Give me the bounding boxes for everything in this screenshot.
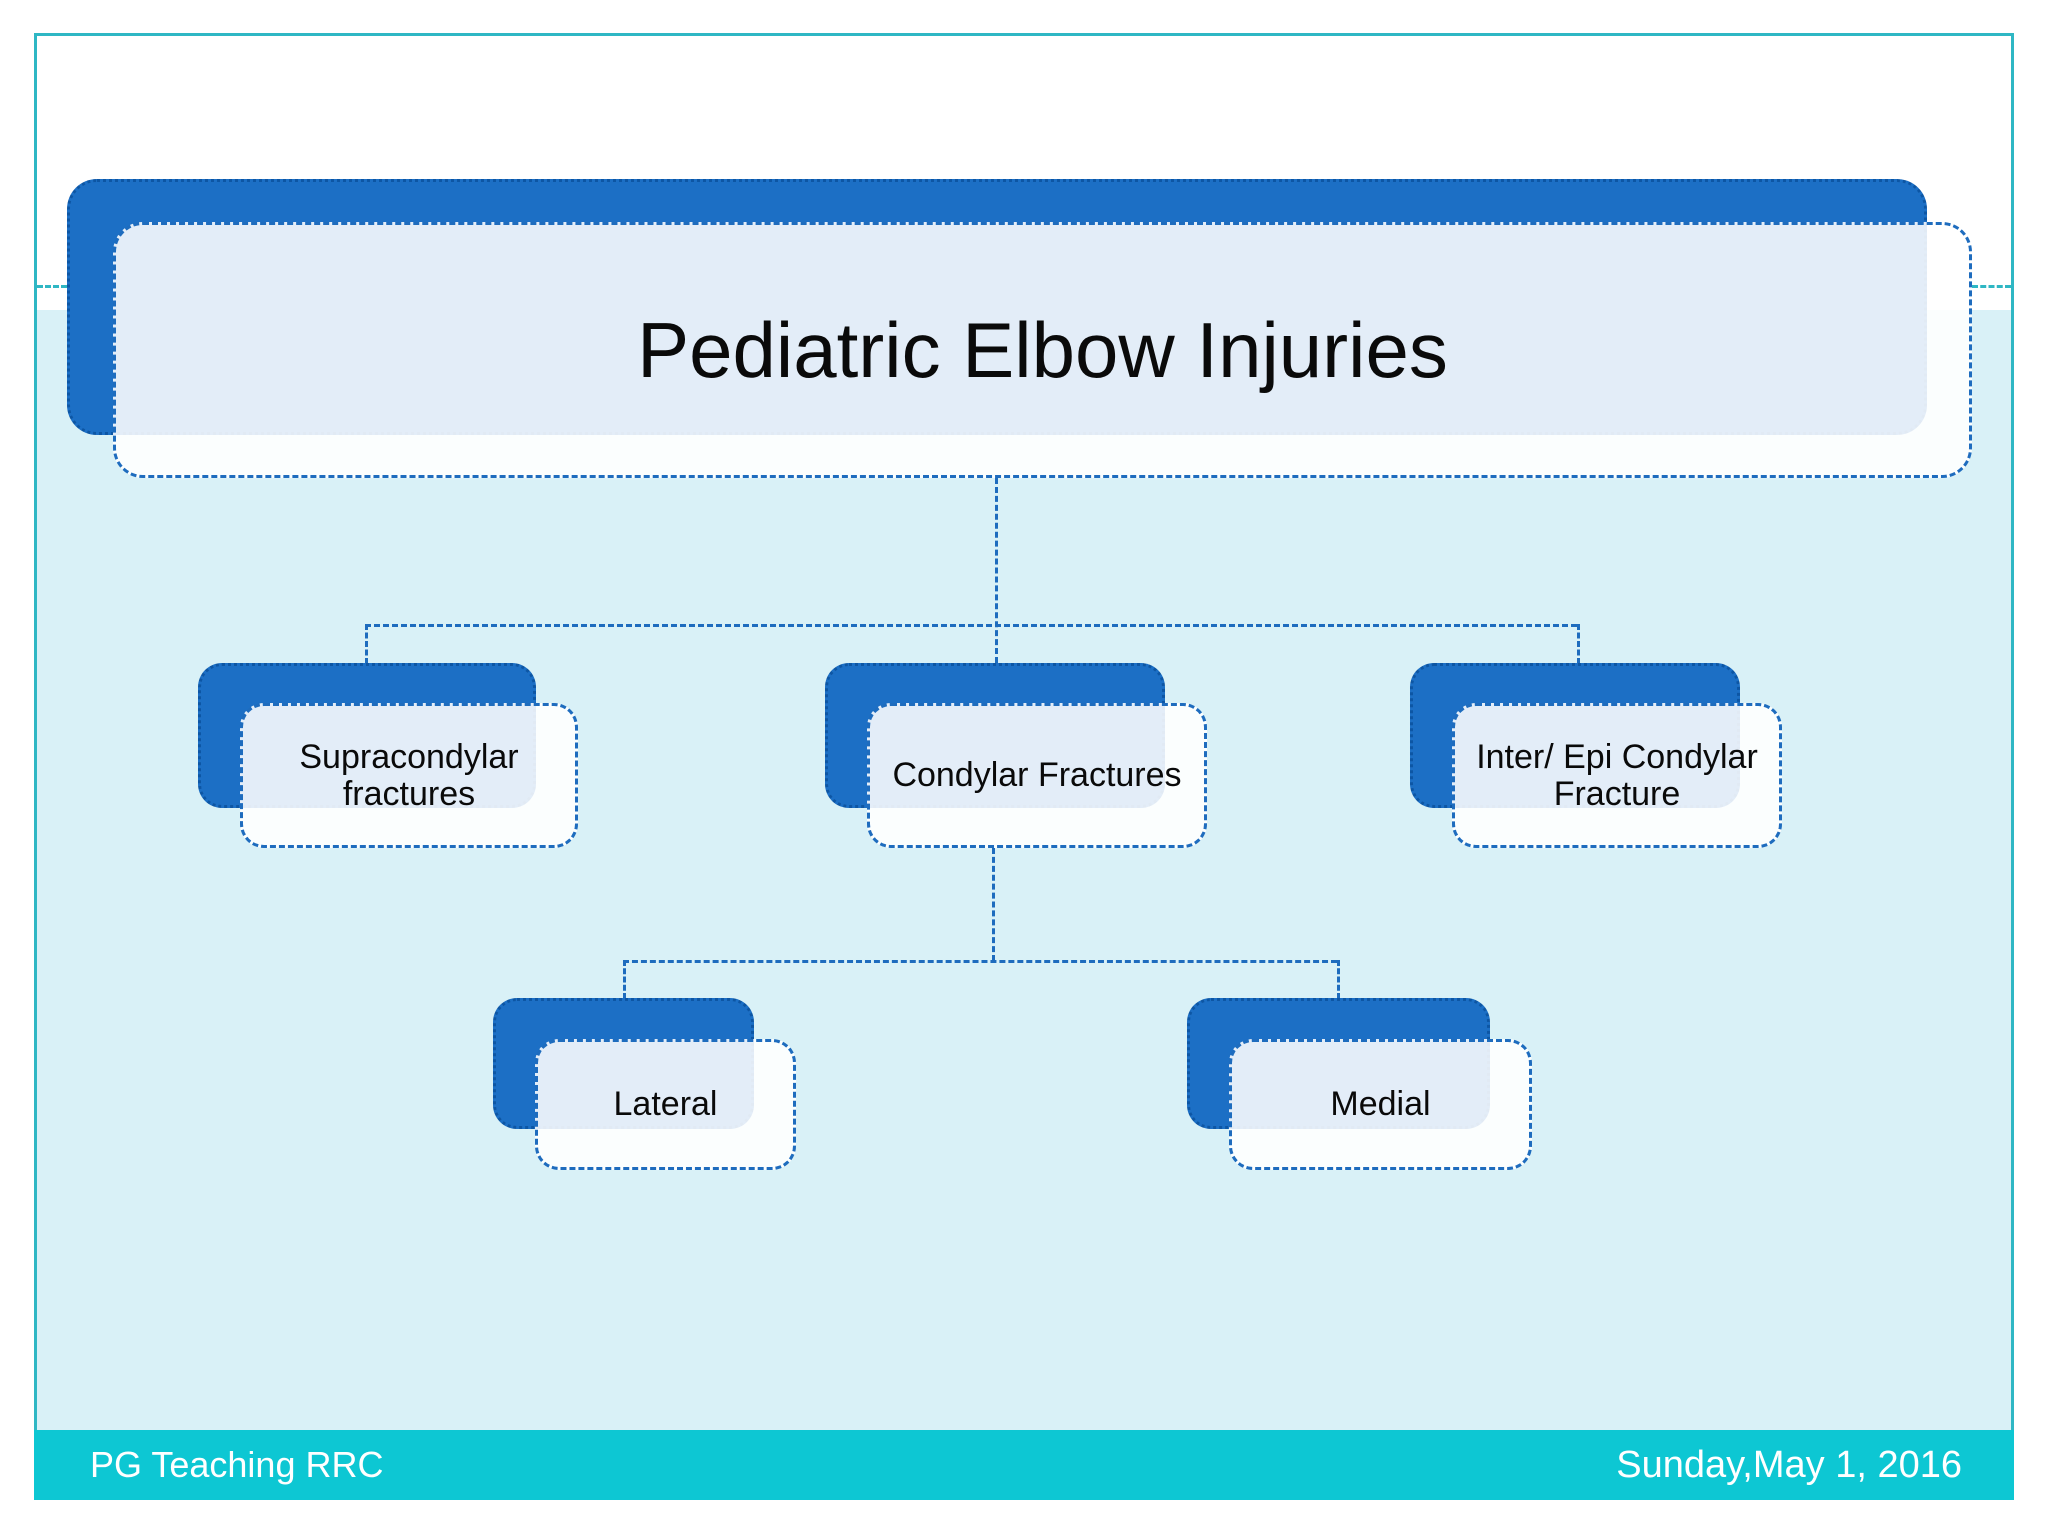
title-node: Pediatric Elbow Injuries: [113, 222, 1972, 478]
connector-condylar-to-row2: [992, 848, 995, 961]
connector-drop-medial: [1337, 960, 1340, 999]
connector-drop-lateral: [623, 960, 626, 999]
connector-row1-horizontal: [365, 624, 1577, 627]
lateral-node: Lateral: [535, 1039, 796, 1170]
medial-label: Medial: [1330, 1085, 1431, 1124]
content-background: [37, 310, 2011, 1430]
teal-guide-line-left: [37, 285, 67, 288]
condylar-label: Condylar Fractures: [892, 756, 1182, 795]
condylar-node: Condylar Fractures: [867, 703, 1207, 848]
connector-drop-interepi: [1577, 624, 1580, 664]
interepi-node: Inter/ Epi Condylar Fracture: [1452, 703, 1782, 848]
footer-left-text: PG Teaching RRC: [90, 1444, 384, 1485]
supracondylar-label: Supracondylar fractures: [299, 738, 519, 813]
interepi-label: Inter/ Epi Condylar Fracture: [1476, 738, 1758, 813]
connector-title-to-row1: [995, 478, 998, 663]
supracondylar-node: Supracondylar fractures: [240, 703, 578, 848]
footer-date-text: Sunday,May 1, 2016: [1616, 1444, 1962, 1486]
medial-node: Medial: [1229, 1039, 1532, 1170]
footer-bar: PG Teaching RRC Sunday,May 1, 2016: [34, 1430, 2014, 1500]
slide-title: Pediatric Elbow Injuries: [637, 305, 1448, 394]
teal-guide-line-right: [1972, 285, 2011, 288]
connector-drop-supracondylar: [365, 624, 368, 664]
lateral-label: Lateral: [613, 1085, 718, 1124]
connector-row2-horizontal: [623, 960, 1337, 963]
